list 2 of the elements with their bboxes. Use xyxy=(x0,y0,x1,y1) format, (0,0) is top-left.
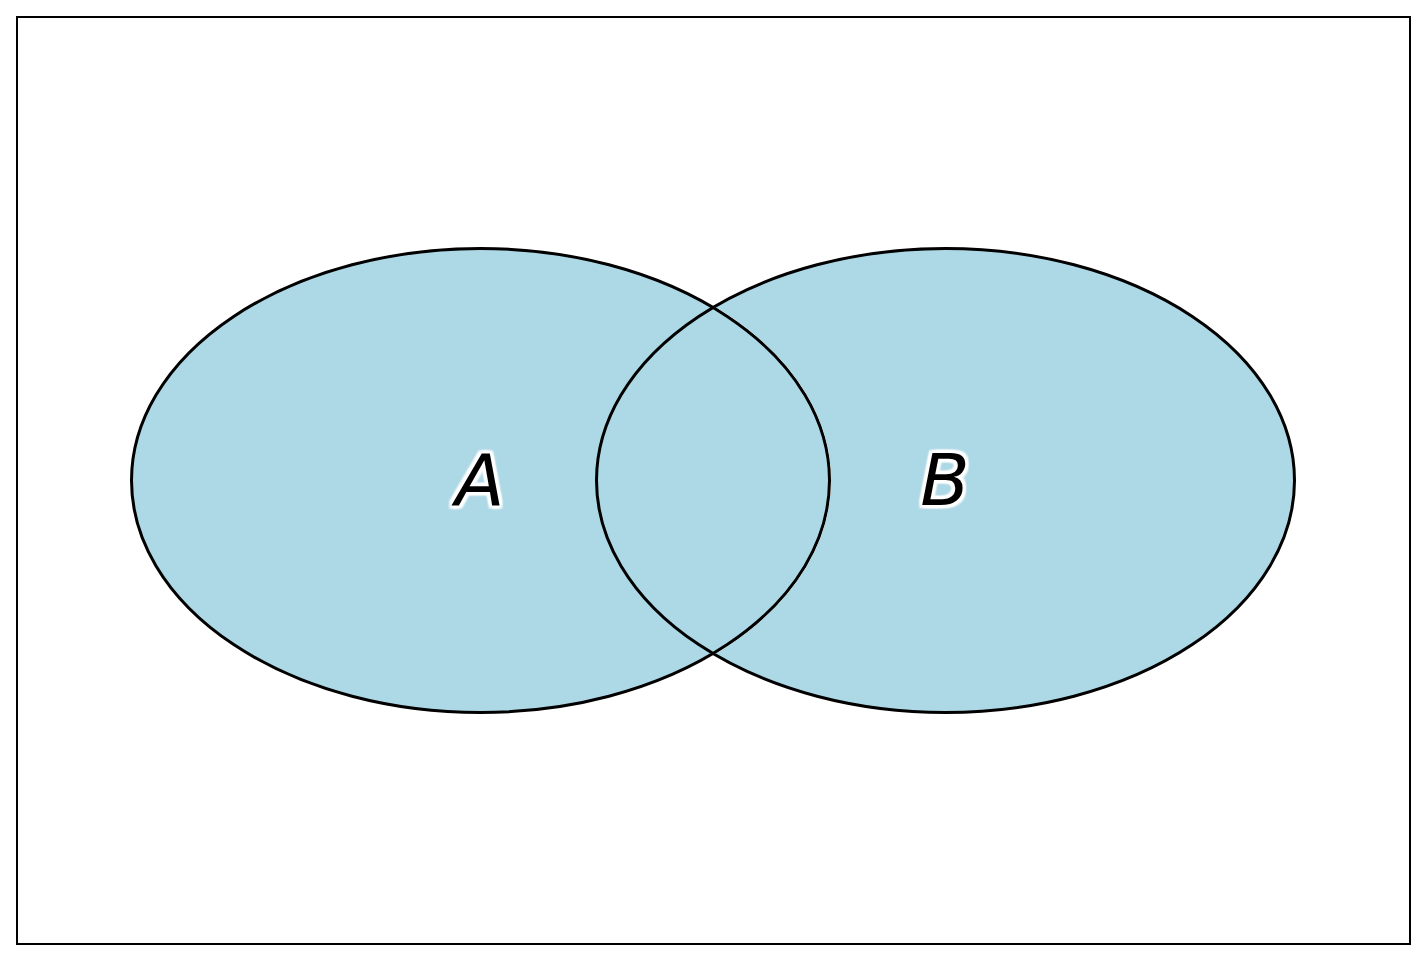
venn-ellipse xyxy=(594,246,1296,714)
set-label: B xyxy=(920,444,970,516)
